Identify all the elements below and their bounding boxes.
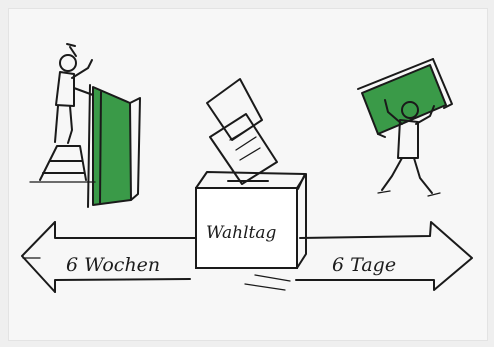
ballot-box-label: Wahltag <box>206 223 276 243</box>
left-arrow-label: 6 Wochen <box>66 254 160 276</box>
worker-on-ladder-icon <box>30 44 95 182</box>
person-carrying-poster-icon <box>358 59 452 196</box>
right-arrow-label: 6 Tage <box>332 254 396 276</box>
ballot-paper-icon <box>207 79 277 184</box>
poster-stand-icon <box>88 85 140 207</box>
